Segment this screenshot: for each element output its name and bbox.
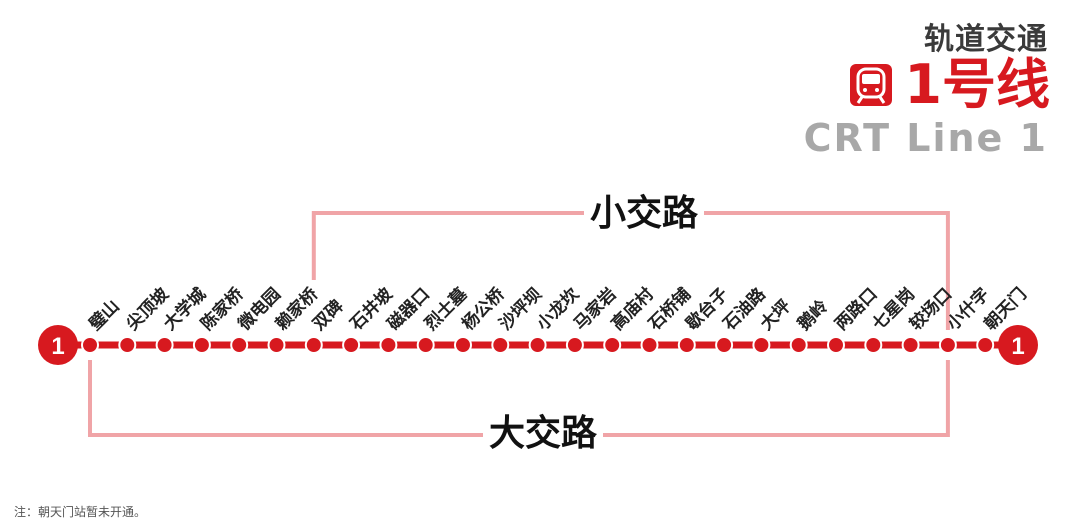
station-label: 鹅岭 [793, 296, 832, 335]
station-dot [603, 336, 622, 354]
station-dot [827, 336, 845, 354]
terminal-badge-west-number: 1 [51, 333, 64, 360]
station-label: 璧山 [85, 296, 124, 335]
station-dot [342, 336, 361, 354]
station-dot [565, 336, 584, 354]
station-dot [938, 336, 957, 354]
station-label: 石井坡 [345, 284, 397, 336]
metro-train-icon [850, 64, 893, 106]
station-dot [304, 336, 323, 354]
short-route-label: 小交路 [584, 196, 705, 232]
line-name-english: CRT Line 1 [803, 116, 1048, 160]
station-dot [230, 336, 249, 354]
footnote: 注：朝天门站暂未开通。 [14, 505, 147, 519]
full-route-label: 大交路 [483, 416, 604, 452]
station-dot [454, 336, 472, 354]
station-dot [677, 336, 696, 354]
station-dot [789, 336, 808, 354]
station-label: 微电园 [233, 284, 285, 336]
station-dot [81, 336, 99, 354]
station-dot [491, 336, 510, 354]
station-dot [864, 336, 883, 354]
station-dot [640, 336, 659, 354]
station-dot [155, 336, 174, 354]
terminal-badge-east [998, 325, 1038, 365]
station-dot [715, 336, 734, 354]
station-dot [379, 336, 398, 354]
station-dot [416, 336, 435, 354]
station-dot [528, 336, 547, 354]
station-dot [267, 336, 286, 354]
station-dot [976, 336, 995, 354]
station-label: 石桥铺 [643, 284, 695, 336]
terminal-badge-east-number: 1 [1011, 333, 1024, 360]
header-category: 轨道交通 [924, 22, 1048, 57]
station-dot [118, 336, 137, 354]
line-title: 1号线 [848, 58, 1050, 112]
station-dot [901, 336, 920, 354]
station-dot [192, 336, 211, 354]
terminal-badge-west [38, 325, 78, 365]
line-name: 1号线 [904, 53, 1050, 116]
station-dot [752, 336, 771, 354]
